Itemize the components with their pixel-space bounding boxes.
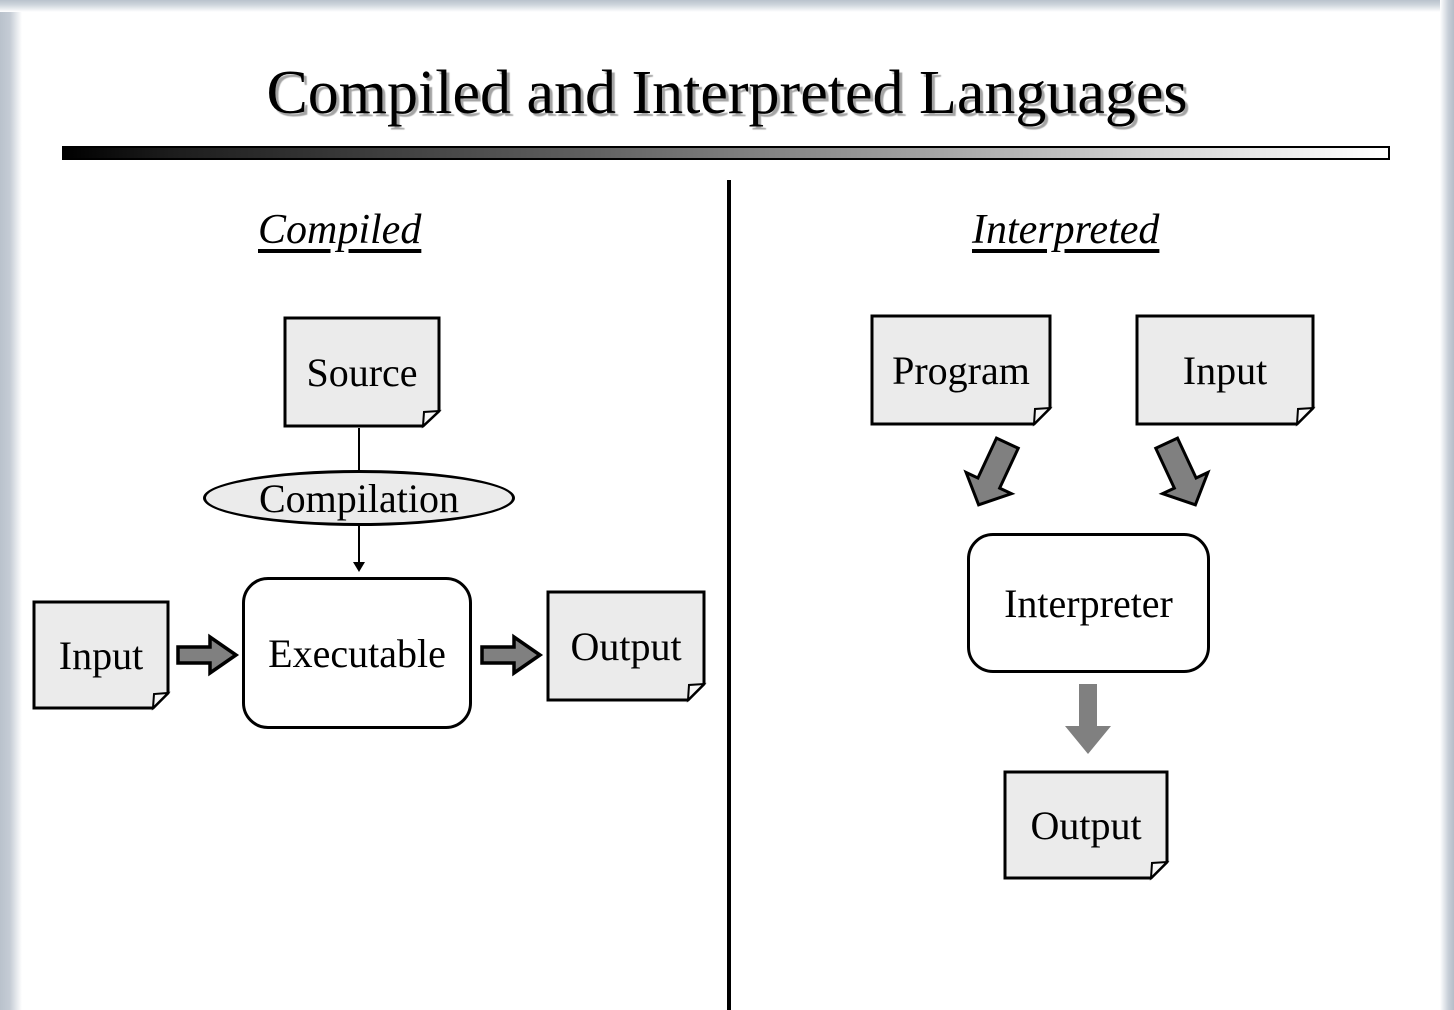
edge-executable-to-output-arrow xyxy=(480,633,544,677)
node-program[interactable]: Program xyxy=(870,314,1053,427)
edge-source-to-compilation xyxy=(358,428,360,474)
node-executable[interactable]: Executable xyxy=(242,577,472,729)
node-output-compiled[interactable]: Output xyxy=(546,590,707,703)
column-heading-interpreted: Interpreted xyxy=(972,207,1160,253)
edge-compilation-to-executable xyxy=(358,526,360,566)
edge-input-to-interpreter-arrow xyxy=(1146,436,1216,512)
node-interpreter[interactable]: Interpreter xyxy=(967,533,1210,673)
slide-edge-shadow-top xyxy=(0,0,1454,12)
node-interpreter-label: Interpreter xyxy=(1004,580,1173,626)
slide-title: Compiled and Interpreted Languages xyxy=(266,59,1188,127)
edge-interpreter-to-output-arrow xyxy=(1063,684,1113,756)
edge-compilation-to-executable-arrowhead xyxy=(353,562,365,572)
node-executable-label: Executable xyxy=(268,630,446,676)
node-source[interactable]: Source xyxy=(283,316,442,429)
column-heading-compiled: Compiled xyxy=(258,207,422,253)
slide-edge-shadow-left xyxy=(0,0,22,1010)
column-divider xyxy=(727,180,731,1010)
edge-input-to-executable-arrow xyxy=(176,633,240,677)
title-gradient-rule xyxy=(62,146,1390,160)
slide-edge-shadow-right xyxy=(1440,0,1454,1010)
node-input-interpreted[interactable]: Input xyxy=(1135,314,1316,427)
node-output-interpreted[interactable]: Output xyxy=(1003,770,1170,881)
edge-program-to-interpreter-arrow xyxy=(958,436,1028,512)
node-compilation[interactable]: Compilation xyxy=(203,470,515,526)
node-compilation-label: Compilation xyxy=(259,475,459,521)
node-input-compiled[interactable]: Input xyxy=(32,600,171,711)
